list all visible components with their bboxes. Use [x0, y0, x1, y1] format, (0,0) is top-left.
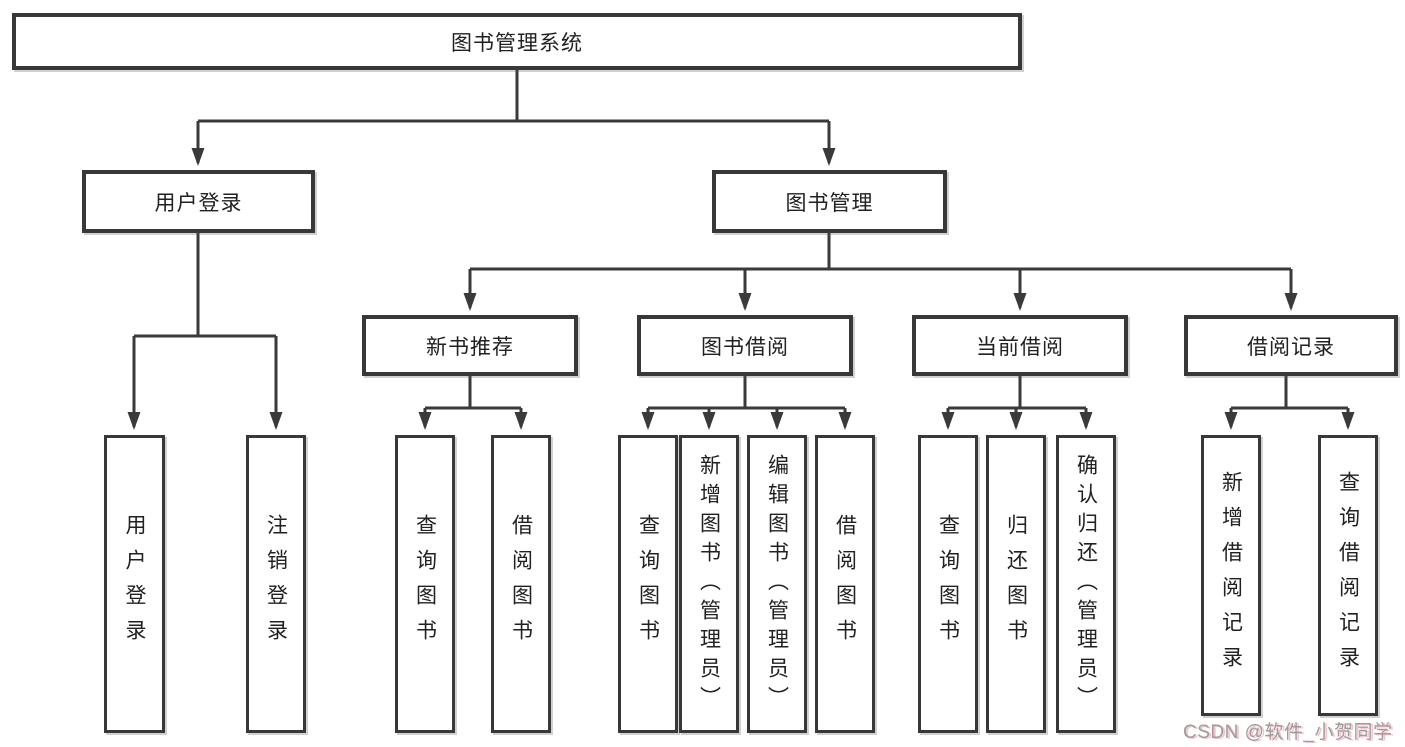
leaf-query-books-recommend: 查询图书: [395, 435, 455, 733]
node-label: 图书借阅: [701, 335, 789, 359]
leaf-borrow-books-borrowing: 借阅图书: [815, 435, 875, 733]
leaf-query-books-current: 查询图书: [918, 435, 978, 733]
node-book-borrowing: 图书借阅: [637, 315, 853, 376]
leaf-label: 归还图书: [1004, 514, 1028, 654]
leaf-label: 新增借阅记录: [1219, 470, 1243, 681]
node-root-label: 图书管理系统: [451, 31, 583, 55]
watermark: CSDN @软件_小贺同学: [1183, 722, 1393, 743]
leaf-query-books-borrowing: 查询图书: [618, 435, 678, 733]
leaf-label: 借阅图书: [509, 514, 533, 654]
node-label: 当前借阅: [976, 335, 1064, 359]
leaf-query-borrow-record: 查询借阅记录: [1318, 435, 1378, 716]
node-borrowing-records: 借阅记录: [1184, 315, 1398, 376]
leaf-label: 查询图书: [636, 514, 660, 654]
leaf-return-books: 归还图书: [986, 435, 1046, 733]
node-label: 借阅记录: [1247, 335, 1335, 359]
node-label: 用户登录: [154, 191, 243, 215]
leaf-label: 编辑图书（管理员）: [765, 453, 789, 715]
leaf-logout: 注销登录: [246, 435, 306, 733]
leaf-label: 查询图书: [413, 514, 437, 654]
node-current-borrowing: 当前借阅: [912, 315, 1128, 376]
leaf-label: 新增图书（管理员）: [697, 453, 721, 715]
leaf-borrow-books-recommend: 借阅图书: [491, 435, 551, 733]
node-new-book-recommend: 新书推荐: [362, 315, 578, 376]
leaf-label: 确认归还（管理员）: [1074, 453, 1098, 715]
leaf-label: 用户登录: [123, 514, 146, 654]
leaf-add-books-admin: 新增图书（管理员）: [679, 435, 739, 733]
leaf-label: 查询图书: [936, 514, 960, 654]
node-root: 图书管理系统: [12, 13, 1022, 70]
node-user-login: 用户登录: [82, 170, 315, 233]
node-label: 图书管理: [785, 191, 874, 215]
node-label: 新书推荐: [426, 335, 514, 359]
leaf-label: 注销登录: [264, 514, 288, 654]
leaf-add-borrow-record: 新增借阅记录: [1201, 435, 1261, 716]
leaf-edit-books-admin: 编辑图书（管理员）: [747, 435, 807, 733]
leaf-confirm-return-admin: 确认归还（管理员）: [1056, 435, 1116, 733]
leaf-label: 查询借阅记录: [1336, 470, 1360, 681]
node-book-management: 图书管理: [712, 170, 947, 233]
leaf-user-login: 用户登录: [104, 435, 165, 733]
leaf-label: 借阅图书: [833, 514, 857, 654]
